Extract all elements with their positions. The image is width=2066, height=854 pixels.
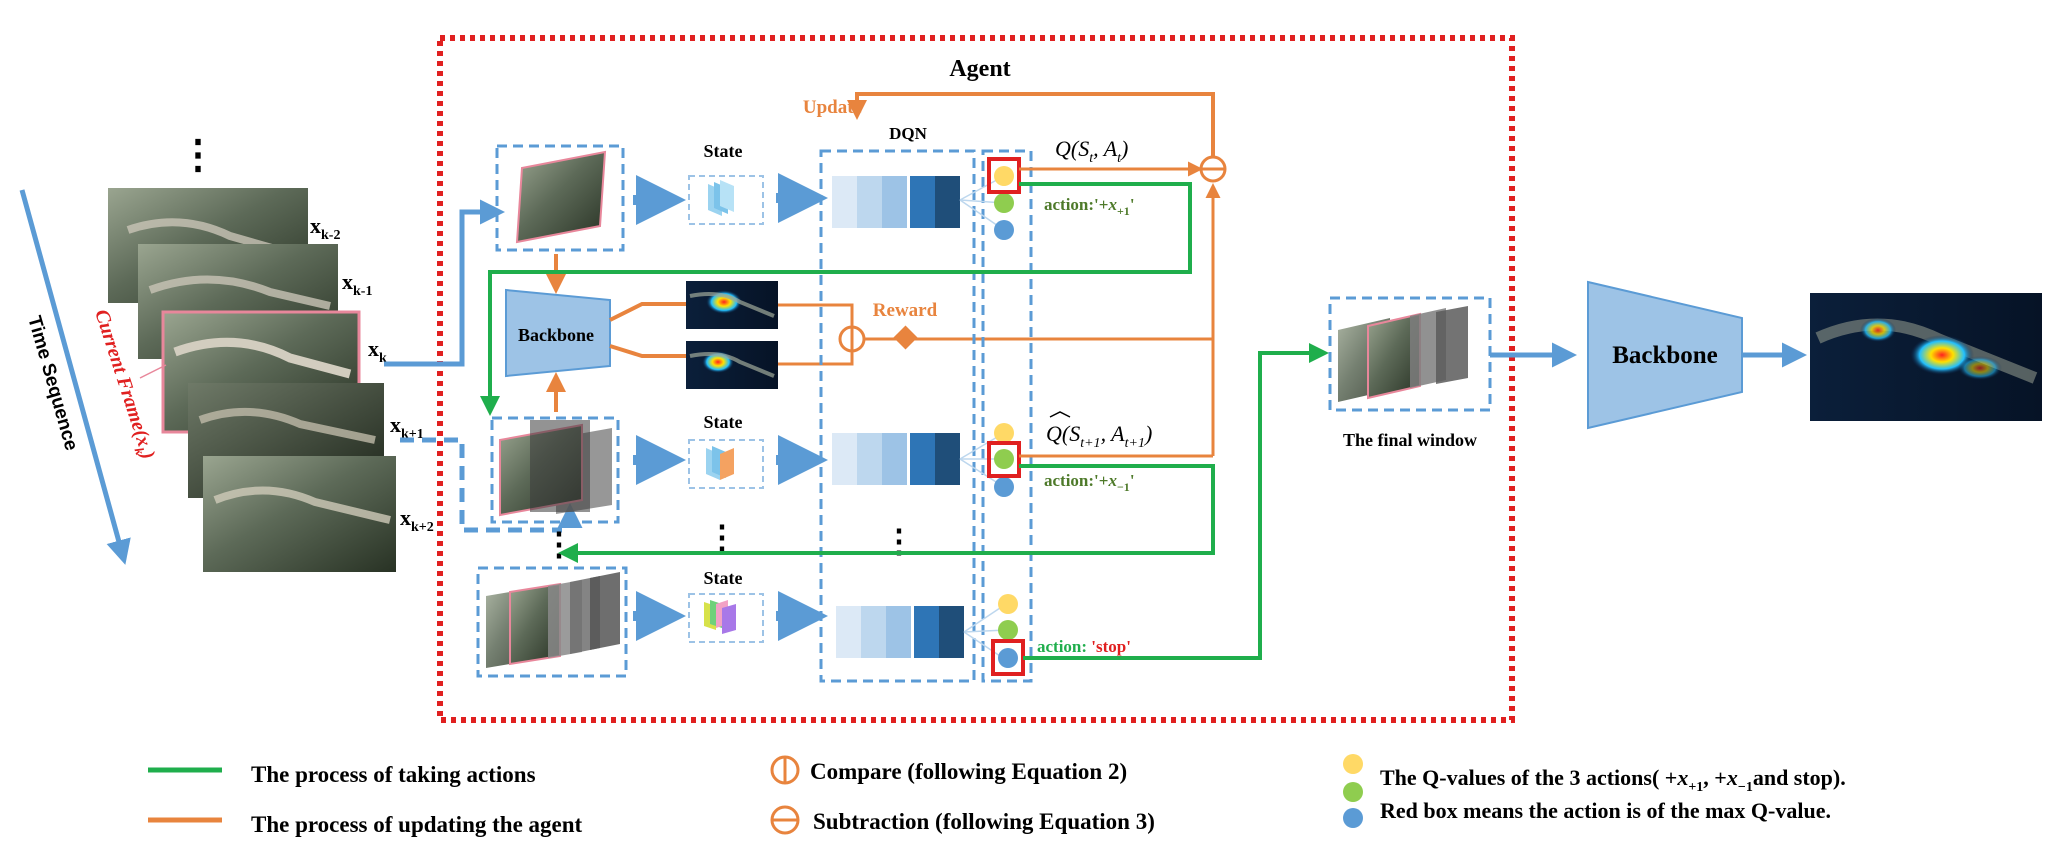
backbone-output-branch — [609, 344, 686, 358]
backbone-small — [505, 288, 611, 378]
dqn-label: DQN — [889, 124, 928, 143]
q-value-node-plus1 — [994, 166, 1014, 186]
window-row-3 — [476, 566, 628, 678]
frame-label-k+2: xk+2 — [400, 505, 434, 535]
action-minus1-label: action:'+x−1' — [1044, 471, 1135, 494]
window-row-1 — [495, 144, 625, 252]
more-frames-ellipsis-top: ⋮ — [178, 132, 218, 177]
q-next-label: Q(St+1, At+1) — [1046, 421, 1152, 451]
q-value-node-stop — [994, 220, 1014, 240]
q-value-node-minus1 — [994, 193, 1014, 213]
frame-to-window-arrow — [384, 199, 505, 367]
window-row-2 — [490, 416, 620, 524]
state-label-1: State — [704, 141, 743, 161]
legend-subtraction-text: Subtraction (following Equation 3) — [813, 809, 1155, 834]
reward-diamond — [893, 325, 918, 350]
reward-label: Reward — [873, 300, 938, 321]
q-current-label: Q(St, At) — [1055, 136, 1128, 166]
frame-label-k: xk — [368, 336, 387, 366]
state-box-3 — [688, 593, 764, 643]
legend-green-text: The process of taking actions — [251, 762, 536, 787]
legend-q-yellow — [1343, 754, 1363, 774]
action-plus1-label: action:'+x+1' — [1044, 195, 1135, 218]
legend-red-box-text: Red box means the action is of the max Q… — [1380, 798, 1831, 823]
time-arrow — [19, 189, 131, 565]
legend: The process of taking actions The proces… — [148, 754, 1846, 837]
more-steps-ellipsis: ⋮ — [706, 519, 738, 555]
backbone-small-label: Backbone — [518, 325, 594, 345]
max-q-red-box — [987, 441, 1021, 478]
window-frame — [515, 150, 607, 244]
action-plus1-path — [480, 182, 1192, 416]
update-label: Update — [803, 97, 862, 118]
action-stop-label: action: 'stop' — [1037, 637, 1131, 656]
frame-label-k-1: xk-1 — [342, 269, 372, 299]
backbone-output-branch — [609, 302, 686, 322]
q-value-node-plus1 — [994, 423, 1014, 443]
q-value-node-minus1 — [998, 620, 1018, 640]
q-value-node-plus1 — [998, 594, 1018, 614]
more-steps-ellipsis: ⋮ — [543, 526, 575, 562]
max-q-red-box — [987, 157, 1021, 194]
dqn-box — [819, 149, 976, 683]
update-loop — [847, 92, 1215, 157]
q-value-node-minus1 — [994, 449, 1014, 469]
action-stop-path — [1023, 343, 1329, 660]
dqn-layers-row-1 — [832, 176, 960, 228]
final-window-label: The final window — [1343, 430, 1477, 450]
action-minus1-path — [558, 464, 1215, 563]
legend-q-green — [1343, 782, 1363, 802]
state-box-2 — [688, 439, 764, 489]
q-value-node-stop — [998, 648, 1018, 668]
state-label-2: State — [704, 412, 743, 432]
legend-orange-text: The process of updating the agent — [251, 812, 583, 837]
legend-q-blue — [1343, 808, 1363, 828]
legend-q-values-text: The Q-values of the 3 actions( +x+1, +x−… — [1380, 765, 1846, 795]
agent-boundary — [437, 35, 1515, 723]
dqn-layers-row-3 — [836, 606, 964, 658]
next-frame-dashed-arrow — [400, 437, 562, 533]
q-value-node-stop — [994, 477, 1014, 497]
agent-title: Agent — [949, 56, 1010, 82]
q-output-box — [981, 149, 1033, 683]
frame-stack: ⋮ xk-2 xk-1 xk xk+1 xk+2 Current Frame(x… — [90, 132, 434, 572]
state-box-1 — [688, 175, 764, 225]
backbone-large — [1587, 280, 1743, 430]
backbone-large-label: Backbone — [1612, 342, 1718, 369]
state-label-3: State — [704, 568, 743, 588]
dqn-layers-row-2 — [832, 433, 960, 485]
frame-label-k-2: xk-2 — [310, 213, 340, 243]
legend-compare-text: Compare (following Equation 2) — [810, 759, 1127, 784]
